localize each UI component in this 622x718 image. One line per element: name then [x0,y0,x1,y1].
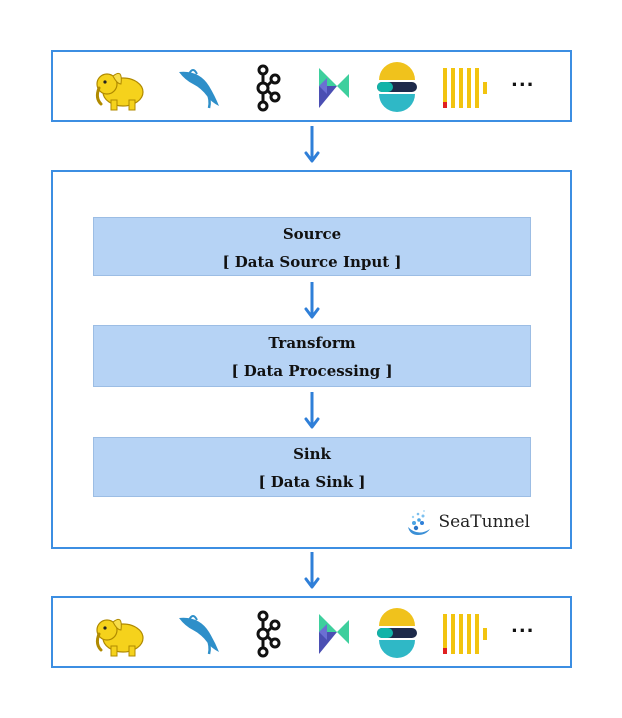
flow-arrow-source-transform [304,282,320,322]
brand-name: SeaTunnel [438,512,530,532]
hadoop-elephant-icon [93,62,149,114]
transform-stage-subtitle: [ Data Processing ] [231,362,393,380]
kudu-icon [305,62,361,114]
elasticsearch-icon [369,62,425,114]
sink-stage-title: Sink [293,445,331,463]
source-stage: Source [ Data Source Input ] [93,217,531,276]
clickhouse-icon [437,608,493,660]
sink-connectors-panel: ... [51,596,572,668]
mysql-dolphin-icon [171,608,227,660]
seatunnel-brand: SeaTunnel [404,507,530,537]
clickhouse-icon [437,62,493,114]
sink-stage: Sink [ Data Sink ] [93,437,531,497]
seatunnel-logo-icon [404,507,434,537]
flow-arrow-transform-sink [304,392,320,432]
source-stage-subtitle: [ Data Source Input ] [222,253,402,271]
more-connectors-label: ... [511,70,535,91]
kafka-icon [239,608,295,660]
sink-stage-subtitle: [ Data Sink ] [258,473,366,491]
kudu-icon [305,608,361,660]
flow-arrow-in [304,126,320,166]
transform-stage: Transform [ Data Processing ] [93,325,531,387]
source-stage-title: Source [282,225,342,243]
seatunnel-engine-panel: Source [ Data Source Input ] Transform [… [51,170,572,549]
source-connectors-panel: ... [51,50,572,122]
elasticsearch-icon [369,608,425,660]
hadoop-elephant-icon [93,608,149,660]
transform-stage-title: Transform [268,334,356,352]
mysql-dolphin-icon [171,62,227,114]
flow-arrow-out [304,552,320,592]
more-connectors-label: ... [511,616,535,637]
kafka-icon [239,62,295,114]
